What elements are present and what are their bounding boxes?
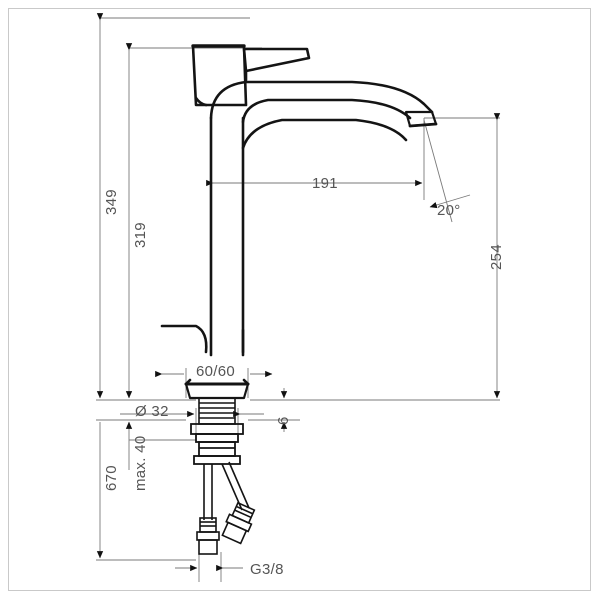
- hose-connectors: [196, 501, 256, 555]
- dimension-label-349: 349: [103, 189, 120, 215]
- spout-underside: [241, 118, 408, 150]
- mounting-nut-assembly: [190, 423, 244, 465]
- dimension-label-319: 319: [132, 222, 149, 248]
- extension-lines: [96, 17, 500, 582]
- dimension-label-max40: max. 40: [132, 435, 149, 491]
- aerator-face: [408, 122, 438, 128]
- dimension-label-g38: G3/8: [250, 561, 284, 578]
- faucet-outline: [160, 44, 438, 400]
- angle-ray-20deg: [423, 119, 453, 223]
- lever-handle: [242, 47, 311, 73]
- base-plate: [184, 382, 250, 400]
- popup-lever: [160, 324, 208, 354]
- leader-20deg: [429, 194, 471, 209]
- dimension-label-dia32: Ø 32: [135, 403, 169, 420]
- dimension-lines: [96, 13, 501, 572]
- dimension-label-6: 6: [275, 416, 292, 425]
- supply-hoses: [203, 461, 250, 520]
- dimension-label-20deg: 20°: [437, 202, 461, 219]
- dimension-label-191: 191: [312, 175, 338, 192]
- spout-outer: [209, 80, 434, 120]
- dimension-label-6060: 60/60: [196, 363, 236, 380]
- lever-housing: [191, 44, 248, 107]
- threaded-shank: [198, 397, 236, 425]
- spout-inner: [241, 98, 412, 124]
- dimension-label-254: 254: [488, 244, 505, 270]
- dimension-label-670: 670: [103, 465, 120, 491]
- lever-pivot: [194, 96, 208, 107]
- drawing-border: [8, 8, 591, 591]
- base-plate-shoulder-r: [242, 378, 250, 386]
- base-plate-shoulder-l: [184, 378, 192, 386]
